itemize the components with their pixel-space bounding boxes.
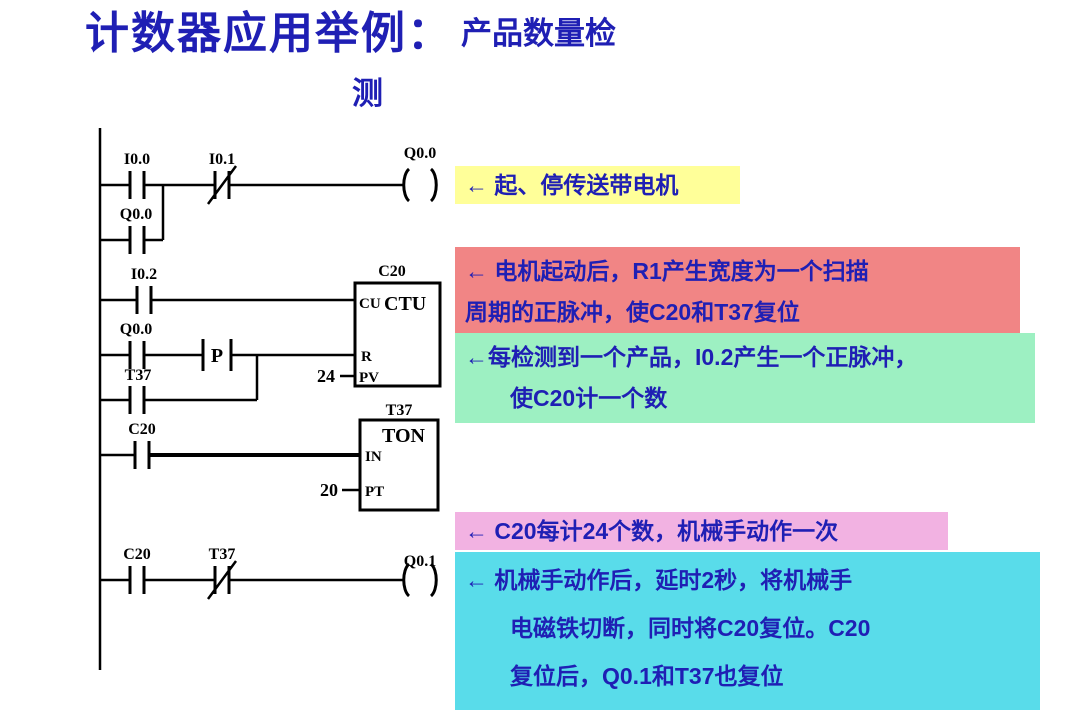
annotation-text: 电磁铁切断，同时将C20复位。C20 — [510, 615, 871, 641]
annotation-delay-reset: ← 机械手动作后，延时2秒，将机械手 电磁铁切断，同时将C20复位。C20 复位… — [455, 552, 1040, 710]
contact-i02 — [135, 286, 153, 314]
label-t37-nc: T37 — [209, 546, 236, 563]
label-pt: PT — [365, 484, 384, 500]
label-c20-timer: C20 — [128, 421, 156, 438]
label-in: IN — [365, 449, 382, 465]
label-q00-reset: Q0.0 — [120, 321, 152, 338]
contact-t37-reset — [128, 386, 146, 414]
coil-q00 — [402, 167, 438, 203]
rung-output — [100, 560, 438, 600]
label-t37-box: T37 — [386, 402, 413, 419]
annotation-count-pulse: ←每检测到一个产品，I0.2产生一个正脉冲， 使C20计一个数 — [455, 333, 1035, 423]
annotation-text: ← 起、停传送带电机 — [465, 172, 679, 198]
annotation-text: ← 电机起动后，R1产生宽度为一个扫描 — [465, 258, 869, 284]
label-ton: TON — [382, 425, 426, 447]
contact-q00-parallel — [128, 226, 146, 254]
rung-counter — [100, 281, 442, 414]
rung-timer — [100, 418, 440, 512]
label-r: R — [361, 349, 372, 365]
value-pv: 24 — [317, 366, 335, 386]
label-i00: I0.0 — [124, 151, 150, 168]
annotation-reset-pulse: ← 电机起动后，R1产生宽度为一个扫描 周期的正脉冲，使C20和T37复位 — [455, 247, 1020, 337]
annotation-text: ←每检测到一个产品，I0.2产生一个正脉冲， — [465, 344, 918, 370]
page-title: 计数器应用举例： 产品数量检 — [85, 8, 616, 58]
label-c20-output: C20 — [123, 546, 151, 563]
annotation-text: 周期的正脉冲，使C20和T37复位 — [465, 299, 800, 325]
annotation-text: 使C20计一个数 — [510, 385, 668, 411]
label-i02: I0.2 — [131, 266, 157, 283]
annotation-motor: ← 起、停传送带电机 — [455, 166, 740, 204]
label-q00-parallel: Q0.0 — [120, 206, 152, 223]
contact-c20-output — [128, 566, 146, 594]
label-coil-q01: Q0.1 — [404, 553, 436, 570]
label-pv: PV — [359, 370, 379, 386]
contact-i00 — [128, 171, 146, 199]
annotation-text: 复位后，Q0.1和T37也复位 — [510, 663, 784, 689]
annotation-text: ← 机械手动作后，延时2秒，将机械手 — [465, 567, 853, 593]
contact-c20-timer — [133, 441, 151, 469]
title-main: 计数器应用举例： — [85, 8, 453, 58]
label-edge-p: P — [211, 345, 223, 367]
ton-box — [358, 418, 440, 512]
annotation-text: ← C20每计24个数，机械手动作一次 — [465, 518, 839, 544]
annotation-robot-action: ← C20每计24个数，机械手动作一次 — [455, 512, 948, 550]
title-sub-line2: 测 — [352, 76, 383, 111]
label-coil-q00: Q0.0 — [404, 145, 436, 162]
label-t37-reset: T37 — [125, 367, 152, 384]
label-i01: I0.1 — [209, 151, 235, 168]
label-cu: CU — [359, 296, 381, 312]
label-ctu: CTU — [384, 293, 426, 315]
ladder-diagram: I0.0 I0.1 Q0.0 Q0.0 I0.2 C20 CU CTU R PV… — [98, 128, 442, 670]
contact-q00-reset — [128, 341, 146, 369]
title-sub: 产品数量检 — [461, 16, 616, 51]
label-c20-box: C20 — [378, 263, 406, 280]
rung-motor — [100, 165, 438, 254]
value-pt: 20 — [320, 480, 338, 500]
coil-q01 — [402, 562, 438, 598]
ctu-box — [353, 281, 442, 388]
